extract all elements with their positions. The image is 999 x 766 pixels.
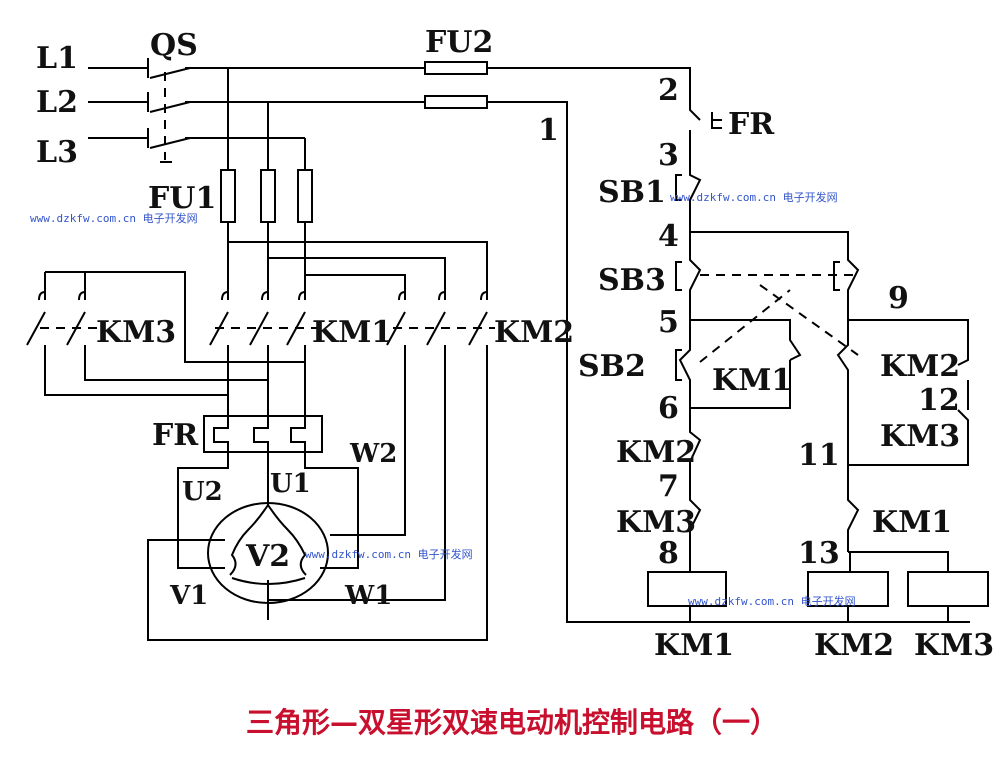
label-km2-aux: KM2 <box>880 349 960 384</box>
label-u1: U1 <box>270 469 311 499</box>
label-l1: L1 <box>36 41 78 76</box>
label-km3-nc: KM3 <box>616 505 696 540</box>
coil-label-km1: KM1 <box>654 628 734 663</box>
supply-lines <box>88 58 970 623</box>
label-km1-aux: KM1 <box>712 363 792 398</box>
node-7: 7 <box>658 469 679 504</box>
node-1: 1 <box>538 113 559 148</box>
fr-thermal-relay <box>177 415 359 569</box>
label-sb2: SB2 <box>578 349 646 384</box>
label-fu2: FU2 <box>425 25 493 60</box>
label-fr-power: FR <box>152 418 199 453</box>
diagram-title: 三角形—双星形双速电动机控制电路（一） <box>246 706 778 739</box>
node-2: 2 <box>658 73 679 108</box>
label-l3: L3 <box>36 135 78 170</box>
watermark: www.dzkfw.com.cn 电子开发网 <box>670 190 838 204</box>
node-4: 4 <box>658 219 679 254</box>
motor <box>207 502 329 620</box>
node-3: 3 <box>658 138 679 173</box>
node-9: 9 <box>888 281 909 316</box>
label-km3-power: KM3 <box>96 315 176 350</box>
sb-linkages <box>699 274 859 363</box>
watermark: www.dzkfw.com.cn 电子开发网 <box>688 594 856 608</box>
node-5: 5 <box>658 305 679 340</box>
label-l2: L2 <box>36 85 78 120</box>
label-sb3: SB3 <box>598 263 666 298</box>
label-sb1: SB1 <box>598 175 666 210</box>
label-u2: U2 <box>182 477 223 507</box>
node-12: 12 <box>918 383 960 418</box>
label-km1-power: KM1 <box>312 315 392 350</box>
node-13: 13 <box>798 536 840 571</box>
label-w1: W1 <box>344 581 392 611</box>
node-6: 6 <box>658 391 679 426</box>
label-fr-ctrl: FR <box>728 107 775 142</box>
label-v1: V1 <box>169 581 208 611</box>
node-8: 8 <box>658 536 679 571</box>
watermark: www.dzkfw.com.cn 电子开发网 <box>305 547 473 561</box>
label-km1-nc: KM1 <box>872 505 952 540</box>
label-w2: W2 <box>349 439 397 469</box>
fu1-fuses <box>220 68 488 300</box>
coil-label-km3: KM3 <box>914 628 994 663</box>
coil-label-km2: KM2 <box>814 628 894 663</box>
watermark: www.dzkfw.com.cn 电子开发网 <box>30 211 198 225</box>
main-contacts <box>26 271 488 641</box>
label-qs: QS <box>150 28 198 63</box>
label-fu1: FU1 <box>148 181 216 216</box>
node-11: 11 <box>798 438 840 473</box>
label-km2-power: KM2 <box>494 315 574 350</box>
label-km3-aux: KM3 <box>880 419 960 454</box>
fu2-fuses <box>424 61 488 109</box>
label-v2: V2 <box>245 539 290 574</box>
label-km2-nc: KM2 <box>616 435 696 470</box>
